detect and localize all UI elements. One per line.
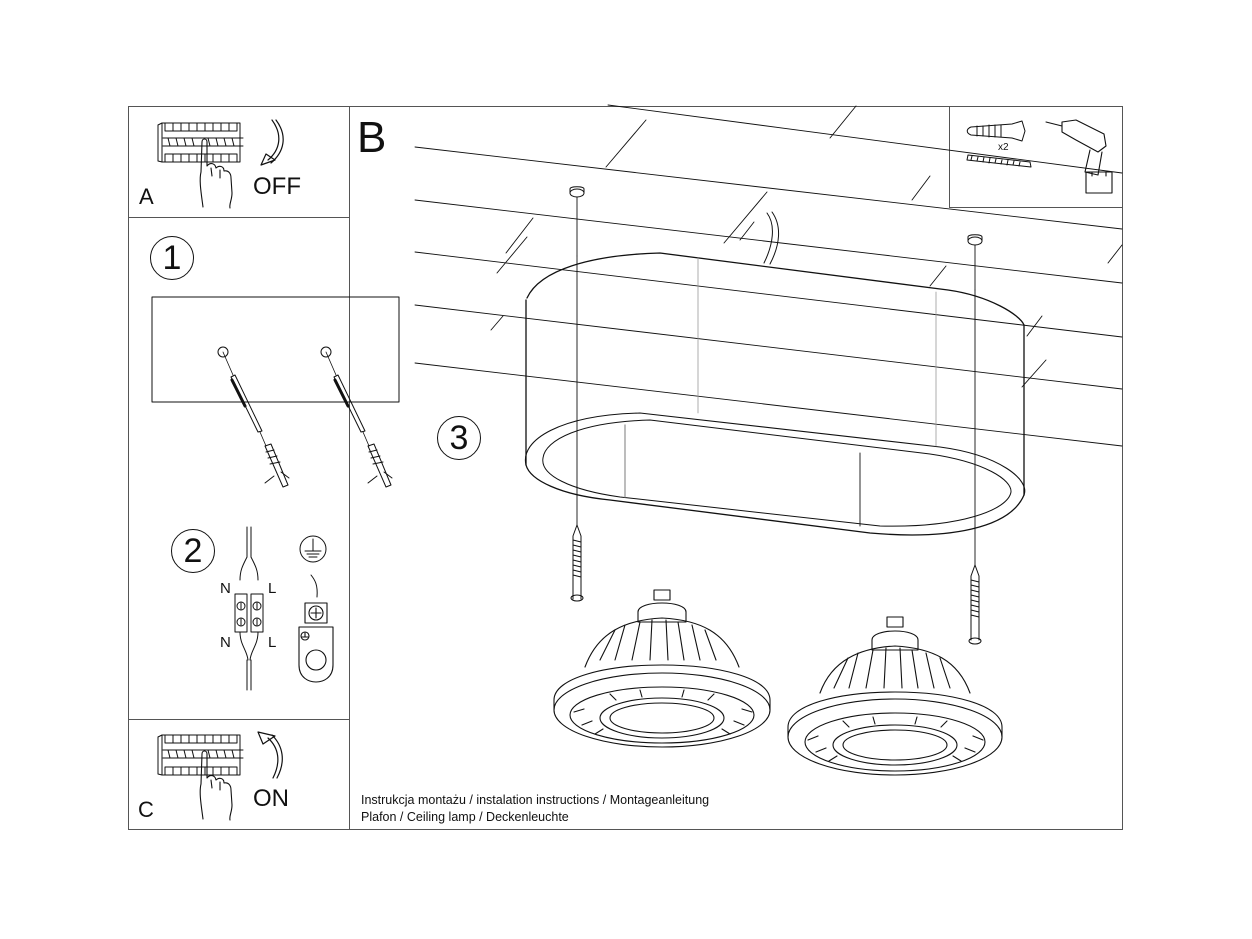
hand-pointer-icon — [199, 138, 233, 209]
wiring-connector-diagram — [234, 526, 264, 691]
wall-plug-icon — [966, 120, 1026, 142]
light-bulb-icon — [553, 589, 771, 748]
arrow-up-icon — [257, 731, 283, 779]
power-cable — [763, 211, 779, 265]
panel-a-label: A — [139, 184, 154, 209]
screw-icon — [570, 524, 584, 602]
footer-instructions-title: Instrukcja montażu / instalation instruc… — [361, 793, 710, 807]
ceiling-lamp-body — [524, 252, 1026, 566]
ceiling-joists — [414, 104, 1123, 447]
drill-icon — [1045, 119, 1113, 194]
live-wire-label-bottom: L — [268, 634, 277, 651]
screw-icon — [966, 154, 1032, 168]
tools-required-panel — [949, 106, 1123, 208]
circuit-breaker-icon — [157, 122, 244, 163]
light-bulb-icon — [787, 616, 1003, 776]
ground-symbol-icon — [299, 535, 327, 598]
circuit-breaker-icon — [157, 734, 244, 776]
step-number-3: 3 — [437, 416, 481, 460]
arrow-down-icon — [260, 119, 284, 166]
left-column-divider — [349, 106, 350, 830]
instruction-sheet-frame — [128, 106, 1123, 830]
step-number-2: 2 — [171, 529, 215, 573]
tools-quantity-label: x2 — [998, 142, 1009, 153]
wall-plug-icon — [967, 234, 983, 291]
panel-b-label: B — [357, 113, 387, 162]
hand-pointer-icon — [199, 750, 233, 821]
footer-product-type: Plafon / Ceiling lamp / Deckenleuchte — [361, 810, 569, 824]
ground-terminal-icon — [298, 602, 334, 683]
panel-c-label: C — [138, 797, 154, 822]
panel-a-power-off — [128, 106, 350, 218]
panel-c-power-on — [128, 719, 350, 830]
power-off-label: OFF — [253, 173, 301, 200]
wall-plug-icon — [569, 186, 585, 257]
screw-icon — [968, 564, 982, 645]
ceiling-mounting-diagram — [151, 296, 400, 488]
live-wire-label-top: L — [268, 580, 277, 597]
neutral-wire-label-bottom: N — [220, 634, 231, 651]
step-number-1: 1 — [150, 236, 194, 280]
power-on-label: ON — [253, 785, 289, 812]
neutral-wire-label-top: N — [220, 580, 231, 597]
